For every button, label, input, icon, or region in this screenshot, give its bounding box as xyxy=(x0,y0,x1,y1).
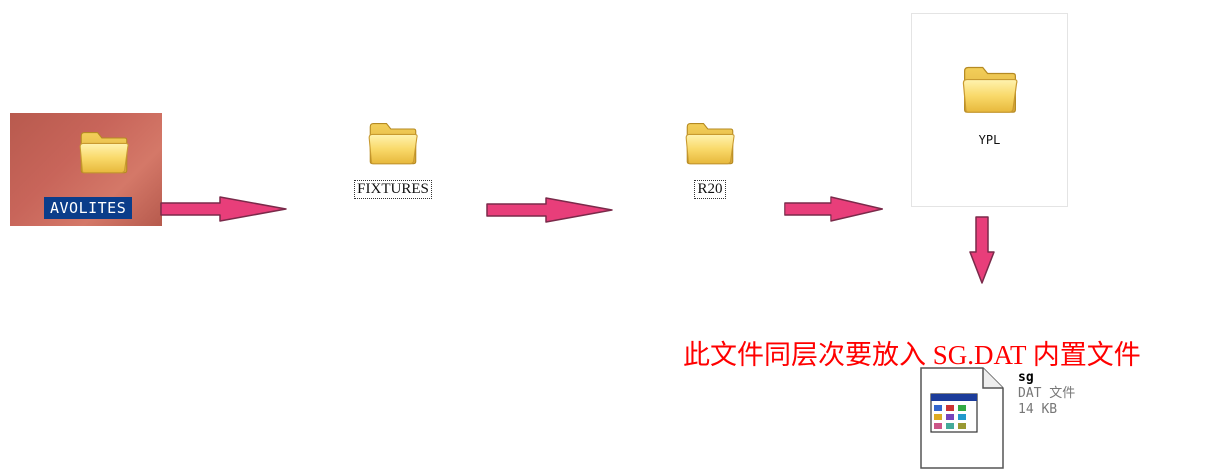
instruction-note: 此文件同层次要放入 SG.DAT 内置文件 xyxy=(683,340,1141,370)
arrow-right-icon xyxy=(486,197,614,223)
file-type: DAT 文件 xyxy=(1018,386,1076,401)
arrow-right-icon xyxy=(784,196,884,222)
file-details: sg DAT 文件 14 KB xyxy=(1018,370,1075,418)
folder-avolites[interactable] xyxy=(78,125,130,181)
folder-r20[interactable]: R20 xyxy=(680,116,740,199)
folder-label-fixtures: FIXTURES xyxy=(354,180,432,199)
folder-icon xyxy=(961,59,1019,117)
desktop-background: AVOLITES xyxy=(10,113,162,226)
folder-view-panel: YPL xyxy=(911,13,1068,207)
dat-file-icon xyxy=(920,367,1004,469)
folder-fixtures[interactable]: FIXTURES xyxy=(340,116,446,199)
file-name: sg xyxy=(1018,370,1034,385)
folder-icon xyxy=(367,116,419,168)
folder-ypl[interactable]: YPL xyxy=(952,59,1027,148)
arrow-right-icon xyxy=(160,196,288,222)
folder-icon xyxy=(78,125,130,177)
file-sg-dat[interactable] xyxy=(919,366,1005,474)
file-size: 14 KB xyxy=(1018,402,1058,417)
folder-label-ypl: YPL xyxy=(978,133,1001,147)
folder-icon xyxy=(684,116,736,168)
folder-label-r20: R20 xyxy=(694,180,726,199)
folder-label-avolites: AVOLITES xyxy=(44,197,133,219)
arrow-down-icon xyxy=(969,216,995,284)
